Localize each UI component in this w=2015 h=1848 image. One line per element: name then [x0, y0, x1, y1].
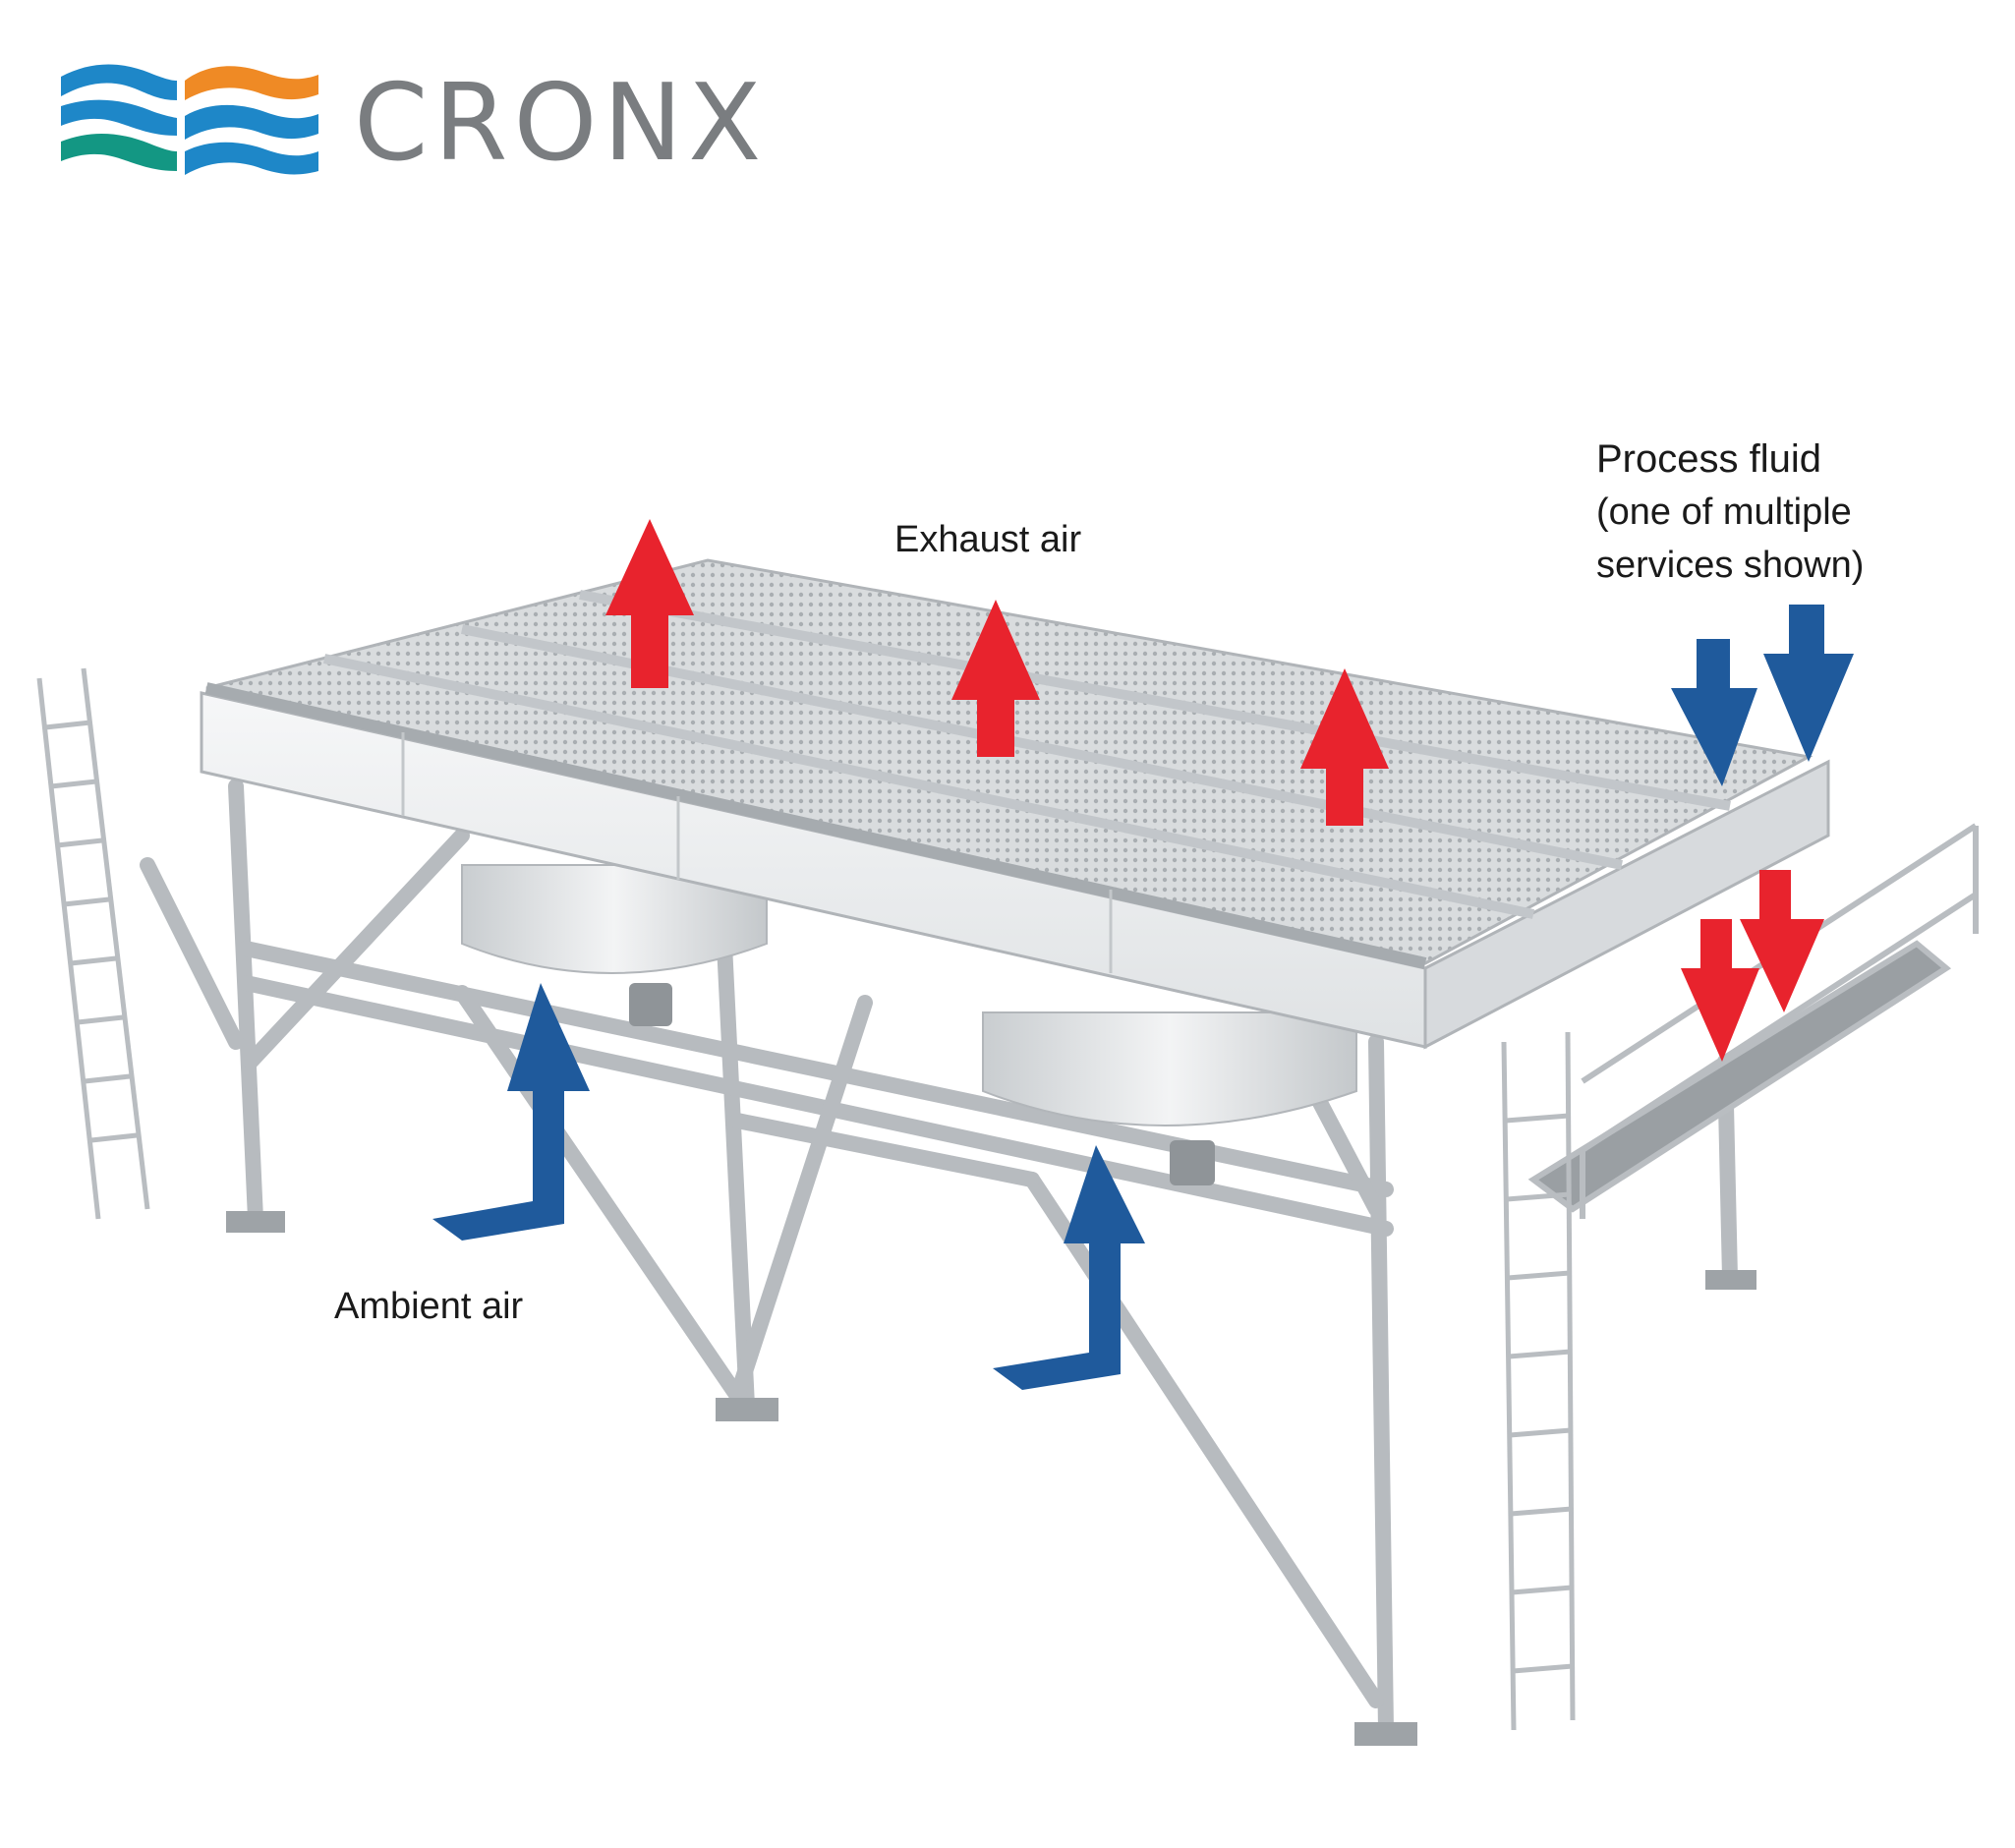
fan-housing-left: [461, 864, 768, 974]
fan-housings: [461, 864, 1357, 1185]
ambient-arrow-2: [993, 1145, 1145, 1390]
support-structure: [140, 779, 1738, 1738]
label-process-fluid-group: Process fluid (one of multiple services …: [1596, 433, 1864, 592]
logo-wave-blue-bottom: [185, 142, 318, 175]
label-ambient-air: Ambient air: [334, 1286, 524, 1327]
side-panel: [1423, 759, 1830, 1050]
label-process-fluid-note-1: (one of multiple: [1596, 491, 1852, 533]
fluid-in-arrow-2: [1763, 605, 1854, 762]
label-process-fluid: Process fluid: [1596, 437, 1821, 481]
exhaust-arrow-1: [605, 519, 694, 688]
fluid-out-arrow-2: [1740, 870, 1824, 1012]
process-fluid-inlet-arrows: [1671, 605, 1854, 786]
process-fluid-outlet-arrows: [1681, 870, 1824, 1062]
logo-wave-orange: [185, 66, 318, 100]
logo-wave-teal: [61, 133, 177, 171]
cronx-logo-icon: [61, 64, 318, 175]
logo-wave-blue-mid-right: [185, 104, 318, 140]
label-exhaust-air: Exhaust air: [894, 519, 1082, 560]
exhaust-arrow-2: [951, 600, 1040, 757]
logo-wave-blue-top: [61, 64, 177, 100]
brand-name: CRONX: [354, 62, 768, 185]
ambient-air-arrows: [432, 983, 1145, 1390]
ambient-arrow-1: [432, 983, 590, 1241]
logo-wave-blue-mid: [61, 99, 177, 136]
ladder-right: [1501, 1031, 1576, 1731]
exhaust-air-arrows: [605, 519, 1389, 826]
exhaust-arrow-3: [1300, 668, 1389, 826]
cooler-frame: [200, 558, 1830, 1050]
fan-housing-right: [982, 1011, 1357, 1126]
fluid-out-arrow-1: [1681, 919, 1759, 1062]
label-process-fluid-note-2: services shown): [1596, 545, 1865, 586]
fluid-in-arrow-1: [1671, 639, 1757, 786]
leg-base-plates: [226, 1211, 1756, 1746]
ladder-left: [36, 667, 150, 1220]
